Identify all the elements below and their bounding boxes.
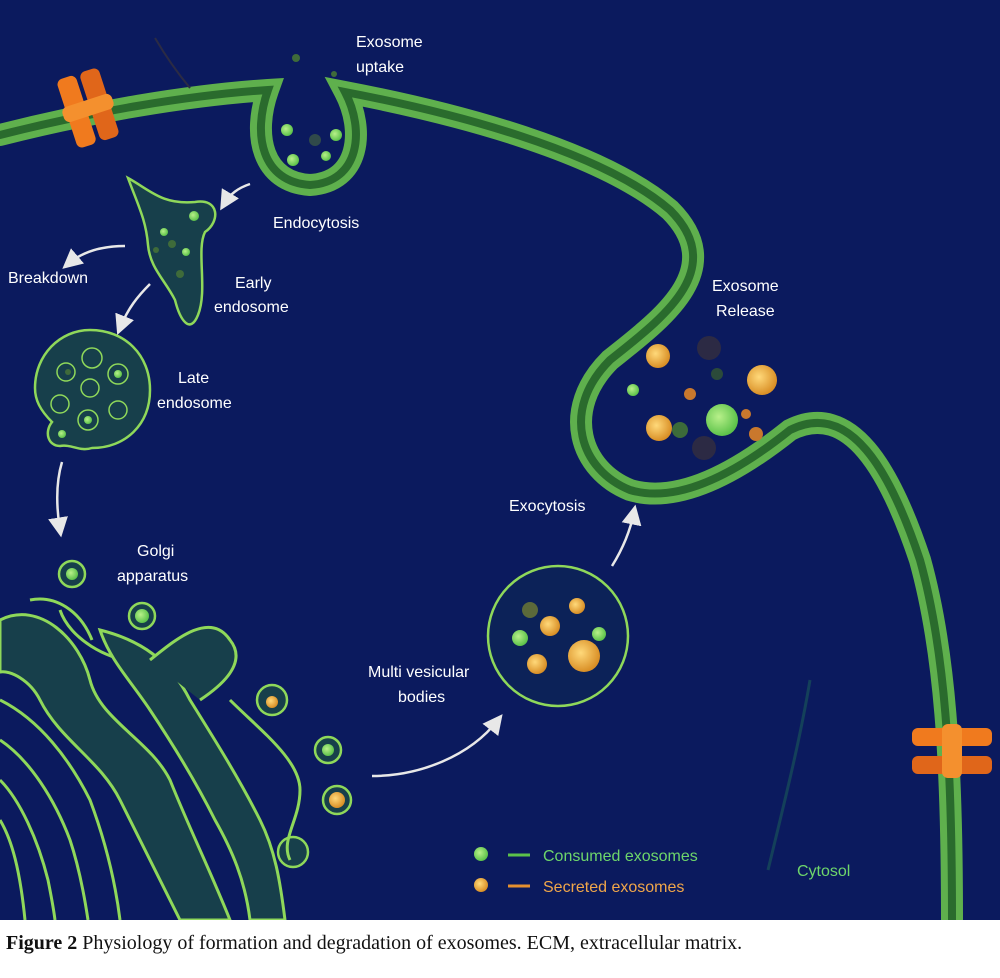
arrow-to-late-endosome [115,283,151,335]
exosome-diagram: Exosome uptake Endocytosis Breakdown Ear… [0,0,1000,920]
golgi-apparatus [0,559,353,920]
filament-top [154,37,191,89]
process-arrows [48,182,642,778]
figure-caption: Figure 2 Physiology of formation and deg… [6,932,996,955]
legend-secreted-label: Secreted exosomes [543,879,684,896]
uptake-exosomes [281,54,342,166]
label-exosome-uptake-2: uptake [356,59,404,76]
released-exosomes [627,336,777,460]
membrane-channel-top [57,68,119,148]
filament-cytosol [766,679,812,871]
label-mvb-2: bodies [398,689,445,706]
label-exosome-release: Exosome [712,278,779,295]
legend: Consumed exosomes Secreted exosomes [474,847,698,896]
label-breakdown: Breakdown [8,270,88,287]
late-endosome [33,328,152,451]
label-golgi-2: apparatus [117,568,188,585]
membrane-channel-bottom [912,724,992,778]
label-late-endosome: Late [178,370,209,387]
label-cytosol: Cytosol [797,863,850,880]
label-early-endosome: Early [235,275,271,292]
label-endocytosis: Endocytosis [273,215,359,232]
arrow-to-golgi [48,461,68,538]
arrow-breakdown [62,244,126,269]
arrow-to-mvb [371,714,503,778]
legend-consumed-dot [474,847,488,861]
label-late-endosome-2: endosome [157,395,232,412]
label-mvb: Multi vesicular [368,664,470,681]
cytosol-background [0,0,1000,920]
arrow-exocytosis [610,504,642,567]
label-exocytosis: Exocytosis [509,498,585,515]
caption-text: Physiology of formation and degradation … [82,932,743,954]
label-golgi: Golgi [137,543,174,560]
multivesicular-body [486,564,630,708]
label-exosome-uptake: Exosome [356,34,423,51]
arrow-endocytosis [220,182,251,211]
label-early-endosome-2: endosome [214,299,289,316]
legend-secreted-dot [474,878,488,892]
caption-label: Figure 2 [6,932,78,954]
cell-membrane [0,76,963,920]
early-endosome [125,175,217,326]
label-exosome-release-2: Release [716,303,775,320]
legend-consumed-label: Consumed exosomes [543,848,698,865]
